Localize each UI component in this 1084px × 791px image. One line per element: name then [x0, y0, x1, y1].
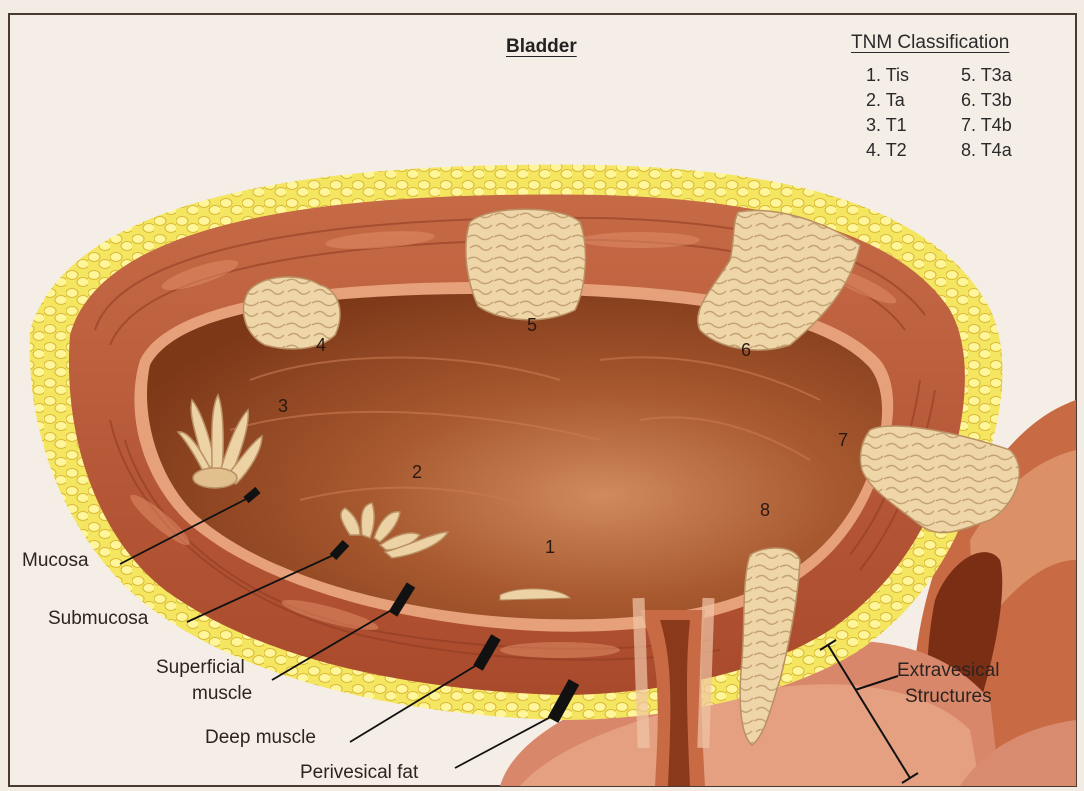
- tumor-number-8: 8: [760, 500, 770, 521]
- tumor-number-5: 5: [527, 315, 537, 336]
- tnm-item: 5. T3a: [961, 65, 1012, 86]
- tnm-item: 4. T2: [866, 140, 907, 161]
- tnm-item: 1. Tis: [866, 65, 909, 86]
- label-superficial-muscle-line2: muscle: [192, 683, 252, 705]
- label-submucosa: Submucosa: [48, 608, 148, 630]
- label-mucosa: Mucosa: [22, 550, 89, 572]
- tumor-number-2: 2: [412, 462, 422, 483]
- label-deep-muscle: Deep muscle: [205, 727, 316, 749]
- tnm-item: 8. T4a: [961, 140, 1012, 161]
- tumor-number-1: 1: [545, 537, 555, 558]
- tumor-number-3: 3: [278, 396, 288, 417]
- tnm-item: 7. T4b: [961, 115, 1012, 136]
- tumor-number-7: 7: [838, 430, 848, 451]
- tnm-classification-heading: TNM Classification: [851, 32, 1009, 54]
- tnm-item: 6. T3b: [961, 90, 1012, 111]
- label-perivesical-fat: Perivesical fat: [300, 762, 418, 784]
- label-extravesical-line2: Structures: [905, 686, 992, 708]
- tumor-number-6: 6: [741, 340, 751, 361]
- tnm-item: 3. T1: [866, 115, 907, 136]
- tumor-number-4: 4: [316, 335, 326, 356]
- label-superficial-muscle-line1: Superficial: [156, 657, 245, 679]
- tnm-item: 2. Ta: [866, 90, 905, 111]
- tumor-5: [466, 209, 586, 320]
- diagram-title: Bladder: [506, 36, 577, 58]
- label-extravesical-line1: Extravesical: [897, 660, 999, 682]
